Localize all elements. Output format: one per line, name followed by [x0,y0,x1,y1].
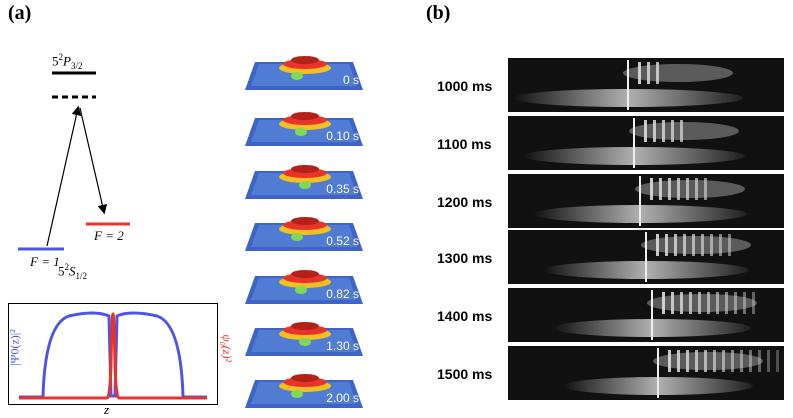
image-content [513,60,743,110]
snapshot-panel: 0.35 s [245,153,363,199]
snapshot-panel: 0.82 s [245,258,363,304]
image-content [543,232,751,282]
time-label: 1400 ms [437,308,493,324]
wide-density-curve [19,311,207,399]
density-plot [19,311,207,400]
image-content [523,118,745,168]
absorption-image [508,116,784,170]
f1-label: F = 1 [30,254,60,269]
snapshot-panel: 0 s [245,44,363,90]
narrow-density-curve [19,312,207,400]
snapshot-time: 0 s [342,73,359,87]
image-content [553,290,757,340]
time-label: 1100 ms [437,136,492,152]
snapshot-surface [245,56,363,90]
upper-state-label: 52P3/2 [52,52,83,71]
snapshot-time: 0.35 s [326,182,359,196]
image-content [533,176,747,226]
snapshot-surface [245,112,363,146]
absorption-arrow [46,105,82,247]
energy-level-diagram [18,71,130,251]
absorption-image [508,346,784,400]
left-ylabel: |Ψ0(z)|² [7,329,22,366]
snapshot-surface [245,322,363,356]
snapshot-time: 0.10 s [326,129,359,143]
snapshot-time: 1.30 s [326,339,359,353]
snapshot-time: 0.52 s [326,234,359,248]
snapshot-surface [245,165,363,199]
absorption-image [508,288,784,342]
snapshot-surface [245,374,363,408]
f2-label: F = 2 [94,228,124,243]
snapshot-panel: 0.52 s [245,205,363,251]
snapshot-panel: 1.30 s [245,310,363,356]
absorption-image [508,230,784,284]
emission-arrow [79,107,108,215]
density-plot-frame [8,303,218,405]
snapshot-surface [245,270,363,304]
time-label: 1300 ms [437,250,493,266]
ground-state-label: 52S1/2 [58,262,88,281]
panel-label-b: (b) [426,2,451,24]
time-label: 1000 ms [437,78,493,94]
panel-label-a: (a) [8,2,32,24]
snapshot-surface [245,217,363,251]
right-ylabel: ψ0(z)² [217,334,235,363]
snapshot-panel: 2.00 s [245,362,363,408]
image-content [563,348,779,398]
absorption-image [508,58,784,112]
absorption-image [508,174,784,228]
snapshot-time: 2.00 s [326,391,359,405]
density-xlabel: z [104,402,110,417]
time-label: 1200 ms [437,194,493,210]
time-label: 1500 ms [437,366,493,382]
snapshot-panel: 0.10 s [245,100,363,146]
snapshot-time: 0.82 s [326,287,359,301]
